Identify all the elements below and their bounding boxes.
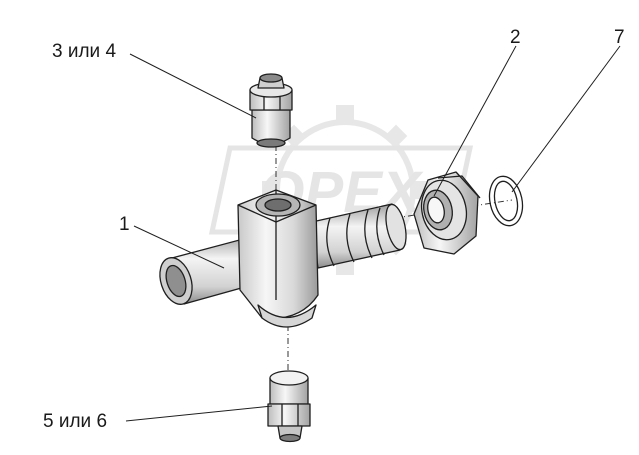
part-2-hex-nut bbox=[413, 171, 481, 255]
part-1-tee-fitting bbox=[159, 189, 407, 328]
part-7-sealing-ring bbox=[488, 175, 524, 227]
part-3-4-upper-cap bbox=[249, 73, 293, 148]
axis-lines bbox=[275, 145, 513, 372]
callout-7: 7 bbox=[614, 27, 625, 48]
leader-lines bbox=[125, 45, 621, 422]
callout-2: 2 bbox=[510, 27, 521, 48]
part-5-6-lower-cap bbox=[267, 370, 311, 443]
callout-1: 1 bbox=[119, 214, 130, 235]
callout-5-or-6: 5 или 6 bbox=[43, 411, 108, 432]
callout-3-or-4: 3 или 4 bbox=[52, 41, 117, 62]
